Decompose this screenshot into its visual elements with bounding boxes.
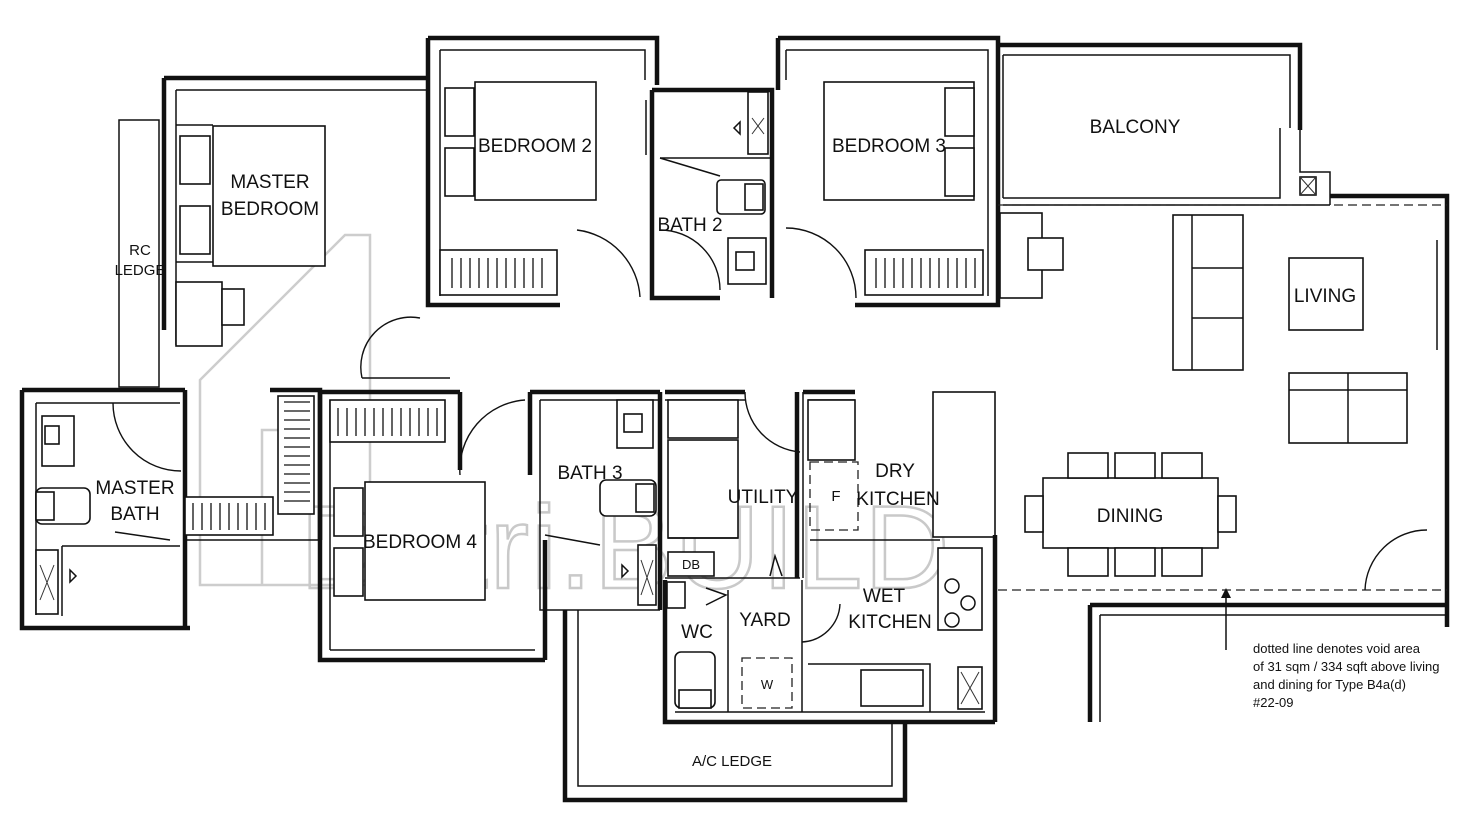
- dry-kitchen-counter: [932, 391, 996, 538]
- dining-table: [1042, 477, 1219, 549]
- wardrobe-vertical: [277, 395, 315, 515]
- bedroom-4-wardrobe: [329, 399, 446, 443]
- dining-zone: [1024, 452, 1447, 722]
- wc-basin: [666, 581, 686, 609]
- bedroom-3-zone: [775, 35, 1001, 308]
- bath-2-zone: [645, 87, 775, 301]
- bedroom-4-bed: [364, 481, 486, 601]
- dining-label: DINING: [1097, 506, 1164, 527]
- bedroom-4-wardrobe-hatch: [337, 408, 438, 436]
- master-bath-zone: [19, 387, 190, 631]
- living-zone: [998, 193, 1450, 627]
- walkin-wardrobe-h-hatch: [192, 503, 266, 530]
- dry-kitchen-zone: [802, 389, 996, 578]
- utility-label: UTILITY: [728, 487, 799, 508]
- rc-ledge-label-2: LEDGE: [115, 262, 166, 279]
- ac-ledge-label: A/C LEDGE: [692, 753, 772, 770]
- master-bedroom-label-1: MASTER: [230, 172, 309, 193]
- bedroom-4-zone: [317, 389, 545, 663]
- master-bedroom-zone: [118, 75, 428, 388]
- utility-wardrobe: [667, 399, 739, 439]
- bedroom-4-label: BEDROOM 4: [363, 532, 477, 553]
- fridge-label: F: [831, 488, 840, 505]
- bedroom-3-wardrobe-hatch: [875, 258, 976, 288]
- rc-ledge: [118, 119, 160, 388]
- yard-label: YARD: [739, 610, 790, 631]
- bath-3-zone: [527, 389, 663, 660]
- utility-bed: [667, 439, 739, 539]
- bedroom-2-label: BEDROOM 2: [478, 136, 592, 157]
- dry-kitchen-label-2: KITCHEN: [856, 489, 939, 510]
- master-bedroom-label-2: BEDROOM: [221, 199, 319, 220]
- washer-label: W: [761, 677, 774, 692]
- utility-zone: [665, 389, 801, 579]
- db-label: DB: [682, 557, 700, 572]
- service-zone: [662, 535, 998, 725]
- ac-ledge-zone: [562, 610, 908, 803]
- washer: [741, 657, 793, 709]
- bedroom-2-wardrobe-hatch: [451, 258, 543, 288]
- room-labels: MASTER BEDROOM RC LEDGE BEDROOM 2 BATH 2…: [95, 117, 1356, 770]
- master-bath-label-2: BATH: [110, 504, 159, 525]
- bath-2-label: BATH 2: [657, 215, 722, 236]
- coffee-table: [1288, 257, 1364, 331]
- bath-2-shower: [747, 91, 769, 155]
- rc-ledge-label-1: RC: [129, 242, 151, 259]
- master-bed: [212, 125, 326, 267]
- bath-3-label: BATH 3: [557, 463, 622, 484]
- note-line-2: of 31 sqm / 334 sqft above living: [1253, 659, 1439, 674]
- bedroom-3-wardrobe: [864, 249, 984, 296]
- bedroom-3-label: BEDROOM 3: [832, 136, 946, 157]
- living-label: LIVING: [1294, 286, 1356, 307]
- bedroom-2-zone: [425, 35, 660, 308]
- side-cabinet: [999, 212, 1043, 299]
- bedroom-2-bed: [474, 81, 597, 201]
- wc-label: WC: [681, 622, 713, 643]
- wet-kitchen-label-1: WET: [863, 586, 906, 607]
- sink: [860, 669, 924, 707]
- db-box: [667, 551, 715, 577]
- wet-kitchen-label-2: KITCHEN: [848, 612, 931, 633]
- balcony-label: BALCONY: [1090, 117, 1181, 138]
- note-line-1: dotted line denotes void area: [1253, 641, 1421, 656]
- note-line-3: and dining for Type B4a(d): [1253, 677, 1406, 692]
- sofa-3-seater: [1172, 214, 1244, 371]
- master-bath-label-1: MASTER: [95, 478, 174, 499]
- dry-kitchen-label-1: DRY: [875, 461, 915, 482]
- bath-3-shower: [637, 544, 657, 606]
- bedroom-2-wardrobe: [439, 249, 558, 296]
- void-note: dotted line denotes void area of 31 sqm …: [1253, 641, 1439, 710]
- fridge: [809, 461, 859, 531]
- walkin-wardrobe-v-hatch: [284, 401, 310, 502]
- note-line-4: #22-09: [1253, 695, 1293, 710]
